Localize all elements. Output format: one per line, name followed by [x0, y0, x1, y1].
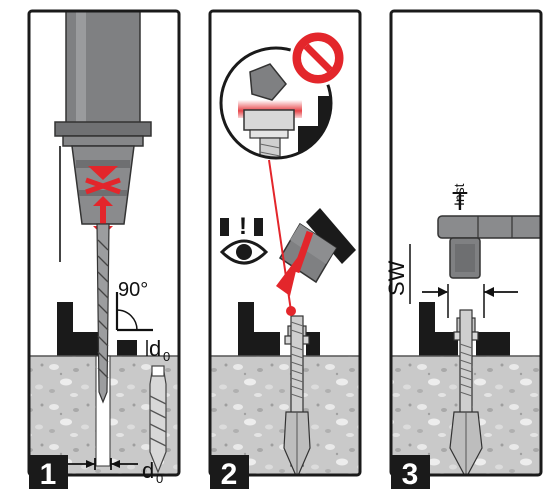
- panel-3: SW T Inst 3: [384, 9, 543, 491]
- drill-bit: [96, 223, 110, 404]
- fixture-right: [117, 340, 137, 356]
- eye-protection-icon: [219, 218, 269, 265]
- anchor-bolt: [283, 315, 311, 475]
- detail-leader-line: [268, 159, 292, 312]
- step-badge-2: [210, 455, 249, 489]
- step-number-2: 2: [221, 458, 238, 491]
- fixture-right: [476, 332, 510, 356]
- warning-mark: !: [239, 213, 247, 240]
- step-number-1: 1: [40, 458, 57, 491]
- step-badge-1: [29, 455, 68, 489]
- d0-bottom-label: d: [142, 458, 154, 483]
- step-badge-3: [391, 455, 430, 489]
- panel-1: 90° d 0 1 d 0: [27, 9, 181, 491]
- angle-mark: [115, 292, 153, 332]
- torque-label: T: [452, 186, 468, 216]
- torque-label-sub: Inst: [451, 183, 467, 206]
- prohibited-icon: [289, 29, 347, 87]
- hammer-icon: [278, 208, 356, 284]
- anchor-bolt: [449, 309, 483, 475]
- panel-2: !: [208, 9, 362, 491]
- strike-arrow-icon: [276, 254, 300, 296]
- nut-icon: [243, 109, 295, 131]
- panel-2-border: [208, 9, 362, 477]
- d0-top-sub: 0: [163, 349, 170, 364]
- sw-label: SW: [384, 260, 409, 296]
- hammer-mode-arrow-icon: [88, 166, 118, 180]
- step-number-3: 3: [402, 458, 419, 491]
- fixture-left: [238, 302, 280, 356]
- hole-cleaning-icon: [149, 365, 167, 474]
- panel-1-border: [27, 9, 181, 477]
- angle-label: 90°: [118, 279, 148, 301]
- fixture-left: [57, 302, 98, 356]
- d0-top-label: d: [149, 336, 161, 361]
- rotation-icon: [85, 177, 121, 195]
- fixture-left: [419, 302, 458, 356]
- torque-wrench-icon: [437, 215, 541, 279]
- panel-3-border: [389, 9, 543, 477]
- d0-bottom-sub: 0: [156, 471, 163, 486]
